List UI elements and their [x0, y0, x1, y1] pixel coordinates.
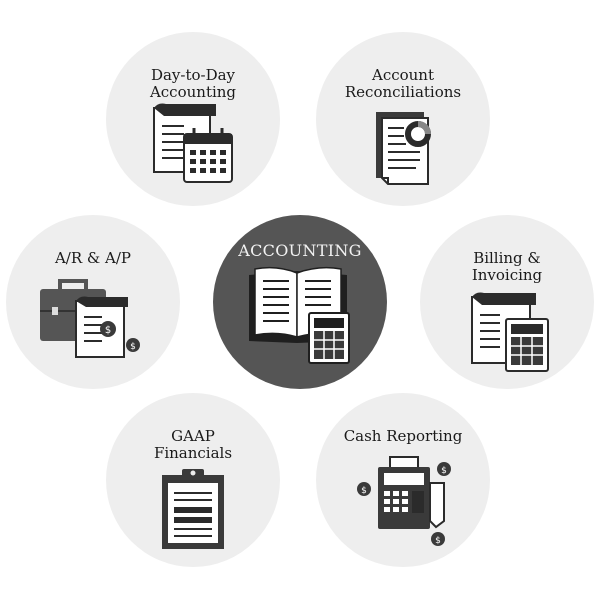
- label-line-1: Billing &: [473, 249, 541, 267]
- document-calendar-icon: [153, 103, 233, 183]
- node-billing-label: Billing & Invoicing: [420, 250, 594, 284]
- node-day-to-day-accounting: Day-to-Day Accounting: [106, 32, 280, 206]
- svg-text:$: $: [105, 325, 111, 336]
- label-line-2: Reconciliations: [344, 83, 462, 101]
- briefcase-invoice-icon: $ $: [40, 279, 140, 358]
- node-gaap-label: GAAP Financials: [106, 428, 280, 462]
- node-accounting-center: ACCOUNTING: [213, 215, 387, 389]
- node-day-to-day-label: Day-to-Day Accounting: [106, 67, 280, 101]
- svg-text:$: $: [435, 536, 441, 546]
- report-pie-chart-icon: [376, 112, 431, 185]
- center-label: ACCOUNTING: [238, 241, 362, 260]
- label-line-1: Cash Reporting: [343, 427, 463, 445]
- svg-text:$: $: [361, 486, 367, 496]
- node-billing-invoicing: Billing & Invoicing: [420, 215, 594, 389]
- label-line-1: Day-to-Day: [150, 66, 236, 84]
- label-line-2: Invoicing: [471, 266, 543, 284]
- node-gaap-financials: GAAP Financials: [106, 393, 280, 567]
- node-reconciliations-label: Account Reconciliations: [316, 67, 490, 101]
- label-line-2: Accounting: [149, 83, 237, 101]
- label-line-2: Financials: [153, 444, 233, 462]
- node-cash-reporting: Cash Reporting $ $ $: [316, 393, 490, 567]
- node-ar-ap-label: A/R & A/P: [6, 250, 180, 267]
- label-line-1: GAAP: [171, 427, 215, 445]
- svg-text:$: $: [130, 342, 136, 352]
- node-ar-ap: A/R & A/P $ $: [6, 215, 180, 389]
- book-calculator-icon: [249, 266, 350, 364]
- node-cash-label: Cash Reporting: [316, 428, 490, 445]
- label-line-1: A/R & A/P: [54, 249, 132, 267]
- node-account-reconciliations: Account Reconciliations: [316, 32, 490, 206]
- svg-text:$: $: [441, 466, 447, 476]
- invoice-calculator-icon: [471, 292, 549, 372]
- label-line-1: Account: [371, 66, 434, 84]
- cash-register-icon: $ $ $: [357, 456, 451, 546]
- clipboard-icon: [162, 469, 224, 549]
